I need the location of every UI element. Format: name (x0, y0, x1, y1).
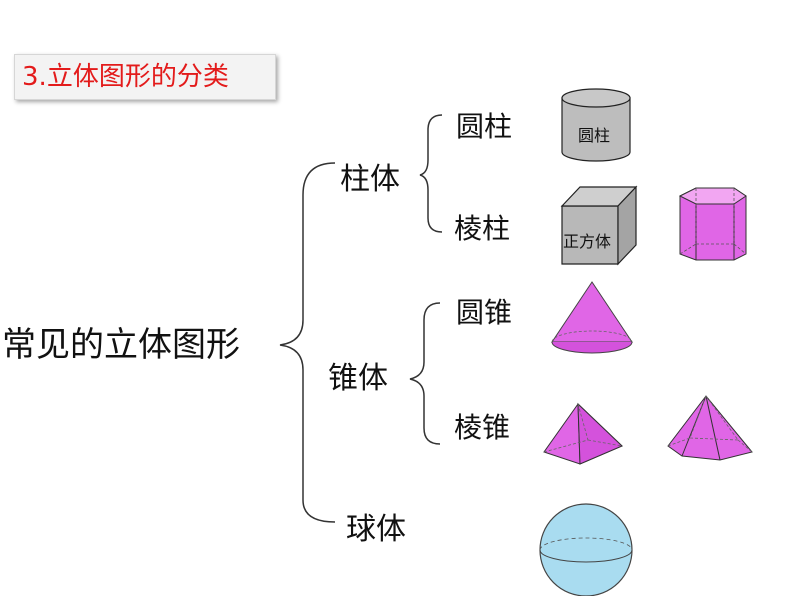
title-number: 3. (22, 62, 47, 92)
cylinder-shape (561, 88, 631, 162)
main-bracket (279, 162, 336, 523)
branch-cone-like: 锥体 (328, 361, 388, 396)
leaf-prism: 棱柱 (454, 212, 511, 245)
branch-sphere: 球体 (346, 512, 406, 547)
hex-pyramid-shape (666, 394, 758, 462)
cone-shape (551, 281, 633, 354)
pillar-bracket (419, 114, 443, 233)
hex-prism-shape (676, 186, 750, 266)
cube-shape-label: 正方体 (563, 232, 612, 251)
title-text: 立体图形的分类 (46, 62, 229, 92)
title-box (14, 54, 276, 100)
branch-prism-like: 柱体 (340, 162, 400, 197)
leaf-pyramid: 棱锥 (454, 411, 511, 444)
leaf-cylinder: 圆柱 (456, 110, 513, 143)
cylinder-shape-label: 圆柱 (578, 126, 611, 145)
section-title: 3.立体图形的分类 (22, 58, 229, 96)
sphere-shape (539, 503, 633, 596)
leaf-cone: 圆锥 (456, 296, 513, 329)
cone-bracket (409, 302, 441, 445)
root-label: 常见的立体图形 (2, 325, 240, 365)
cube-shape (560, 185, 638, 266)
square-pyramid-shape (543, 402, 623, 465)
